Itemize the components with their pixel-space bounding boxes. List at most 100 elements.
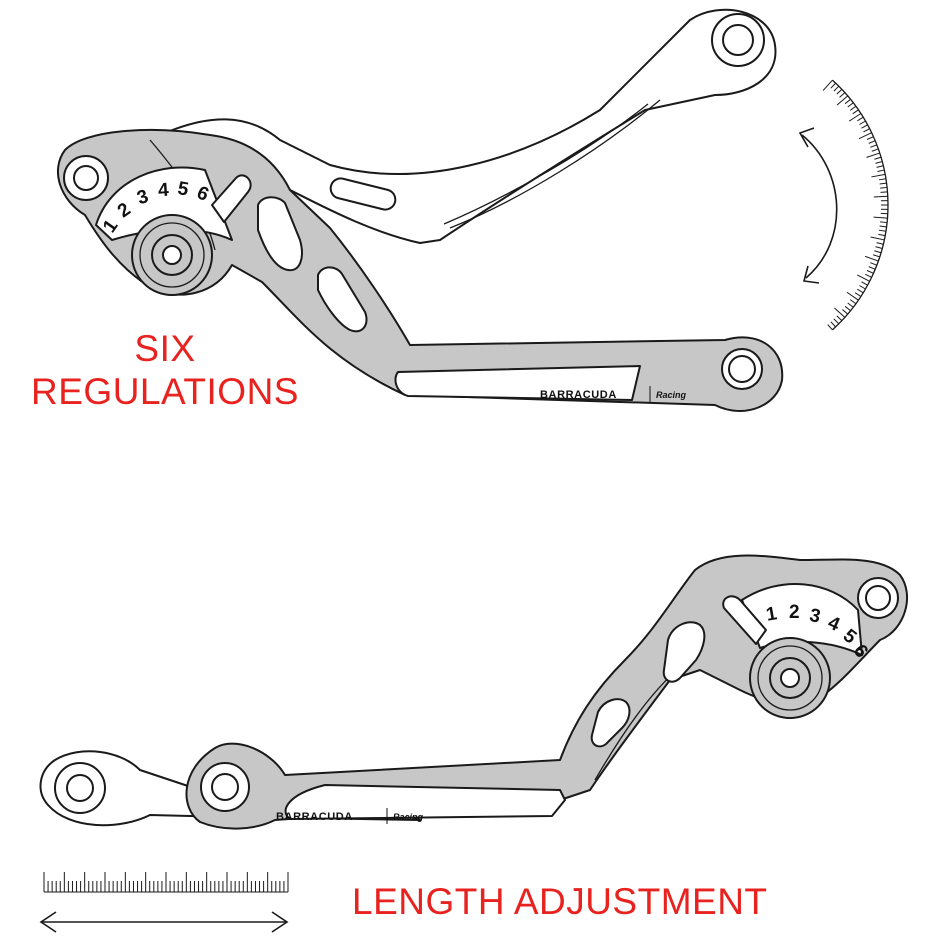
top-adjuster-knob bbox=[211, 174, 252, 223]
bottom-lever-body bbox=[185, 554, 909, 830]
reach-scale-tick bbox=[871, 173, 886, 178]
reach-scale-tick bbox=[861, 281, 868, 286]
bottom-lever: 1 2 3 4 5 6 BARRACUDA Racing bbox=[39, 554, 909, 830]
bottom-brand-name: BARRACUDA bbox=[276, 811, 353, 823]
reach-scale-tick bbox=[836, 315, 843, 322]
reach-scale-tick bbox=[833, 318, 840, 325]
reach-scale-tick bbox=[847, 302, 854, 308]
reach-scale-tick bbox=[847, 102, 854, 108]
six-regulations-label: SIX REGULATIONS bbox=[0, 330, 330, 416]
reach-scale-tick bbox=[857, 116, 864, 122]
length-arrow-head-left bbox=[39, 911, 57, 933]
reach-scale-tick bbox=[827, 324, 833, 331]
bottom-dial-number-1: 1 bbox=[765, 603, 779, 626]
top-blade-slot bbox=[329, 177, 397, 211]
reach-scale-tick bbox=[868, 266, 876, 270]
top-left-pivot-hole bbox=[73, 165, 99, 191]
reach-scale-tick bbox=[878, 229, 887, 232]
reach-scale-tick bbox=[880, 221, 888, 224]
bottom-bolt-hole bbox=[780, 668, 800, 688]
reach-scale-tick bbox=[858, 132, 872, 140]
reach-arc-scale bbox=[798, 79, 889, 331]
reach-scale-tick bbox=[866, 152, 880, 158]
reach-scale-tick bbox=[857, 288, 864, 294]
reach-scale-tick bbox=[874, 156, 882, 160]
reach-scale-tick bbox=[833, 85, 840, 92]
top-lever: 1 2 3 4 5 6 BARRACUDA Racing bbox=[56, 8, 784, 412]
reach-scale-tick bbox=[865, 273, 872, 278]
reach-scale-tick bbox=[879, 182, 887, 185]
reach-arrow-head-bottom bbox=[802, 265, 820, 284]
reach-scale-tick bbox=[875, 246, 883, 249]
reach-scale-tick bbox=[861, 124, 868, 129]
reach-scale-tick bbox=[846, 291, 859, 301]
top-upper-blade bbox=[149, 8, 777, 244]
reach-scale-tick bbox=[878, 178, 887, 181]
reach-scale-tick bbox=[874, 250, 882, 254]
reach-scale-tick bbox=[876, 242, 884, 245]
top-blade-strip bbox=[394, 365, 641, 401]
reach-scale-tick bbox=[836, 88, 843, 95]
reach-scale-tick bbox=[872, 254, 880, 258]
reach-scale-tick bbox=[842, 309, 849, 315]
top-brand-name: BARRACUDA bbox=[540, 389, 617, 401]
reach-arrow-head-top bbox=[798, 127, 815, 148]
reach-scale-tick bbox=[880, 186, 888, 189]
top-lower-pivot-hole bbox=[728, 355, 756, 383]
reach-scale-tick bbox=[873, 195, 888, 198]
bottom-blade-strip bbox=[284, 784, 566, 820]
reach-scale-tick bbox=[856, 274, 870, 282]
top-upper-pivot-hole bbox=[722, 24, 754, 56]
reach-scale-tick bbox=[864, 255, 879, 262]
reach-scale-tick bbox=[849, 105, 857, 111]
reach-scale-tick bbox=[849, 299, 857, 305]
reach-scale-tick bbox=[859, 120, 866, 125]
top-brand-logo: BARRACUDA Racing bbox=[540, 386, 687, 402]
reach-scale-tick bbox=[830, 82, 837, 89]
bottom-dial-number-3: 3 bbox=[808, 605, 823, 628]
reach-scale-tick bbox=[875, 161, 883, 164]
reach-scale-tick bbox=[848, 113, 862, 122]
reach-scale-tick bbox=[834, 307, 846, 318]
reach-scale-tick bbox=[870, 144, 878, 148]
reach-scale-tick bbox=[871, 148, 879, 152]
reach-scale-tick bbox=[822, 79, 833, 91]
reach-scale-tick bbox=[878, 233, 886, 237]
bottom-front-pivot-hole bbox=[211, 773, 239, 801]
reach-scale-tick bbox=[854, 292, 862, 297]
top-dial-number-4: 4 bbox=[157, 180, 169, 202]
reach-scale-tick bbox=[868, 140, 876, 144]
bottom-brand-logo: BARRACUDA Racing bbox=[276, 808, 424, 824]
reach-scale-tick bbox=[859, 285, 866, 290]
length-scale bbox=[39, 872, 289, 933]
bottom-brand-sub: Racing bbox=[393, 812, 424, 822]
reach-scale-tick bbox=[876, 165, 884, 168]
bottom-adjuster-knob bbox=[722, 595, 767, 645]
reach-scale-tick bbox=[844, 305, 851, 312]
top-brand-sub: Racing bbox=[656, 390, 687, 400]
bottom-body-pocket-2 bbox=[590, 698, 631, 748]
reach-scale-tick bbox=[852, 109, 859, 115]
reach-scale-tick bbox=[870, 236, 885, 241]
reach-scale-tick bbox=[877, 169, 885, 173]
reach-scale-tick bbox=[873, 216, 888, 219]
top-body-pocket-2 bbox=[317, 266, 368, 333]
length-adjustment-label: LENGTH ADJUSTMENT bbox=[352, 881, 768, 922]
length-arrow-head-right bbox=[271, 911, 289, 933]
bottom-body-pocket-1 bbox=[662, 621, 706, 683]
reach-scale-tick bbox=[880, 191, 888, 193]
top-bolt-hole bbox=[162, 245, 182, 265]
bottom-right-pivot-hole bbox=[865, 585, 891, 611]
reach-scale-tick bbox=[863, 128, 870, 133]
top-dial-number-5: 5 bbox=[176, 178, 190, 201]
reach-scale-tick bbox=[844, 98, 851, 105]
reach-scale-arc bbox=[831, 79, 889, 331]
reach-scale-tick bbox=[830, 321, 837, 328]
reach-scale-tick bbox=[879, 225, 887, 228]
reach-scale-tick bbox=[866, 136, 874, 140]
top-body-pocket-1 bbox=[257, 196, 303, 272]
reach-scale-tick bbox=[839, 92, 846, 98]
reach-arrow-arc bbox=[801, 134, 838, 279]
